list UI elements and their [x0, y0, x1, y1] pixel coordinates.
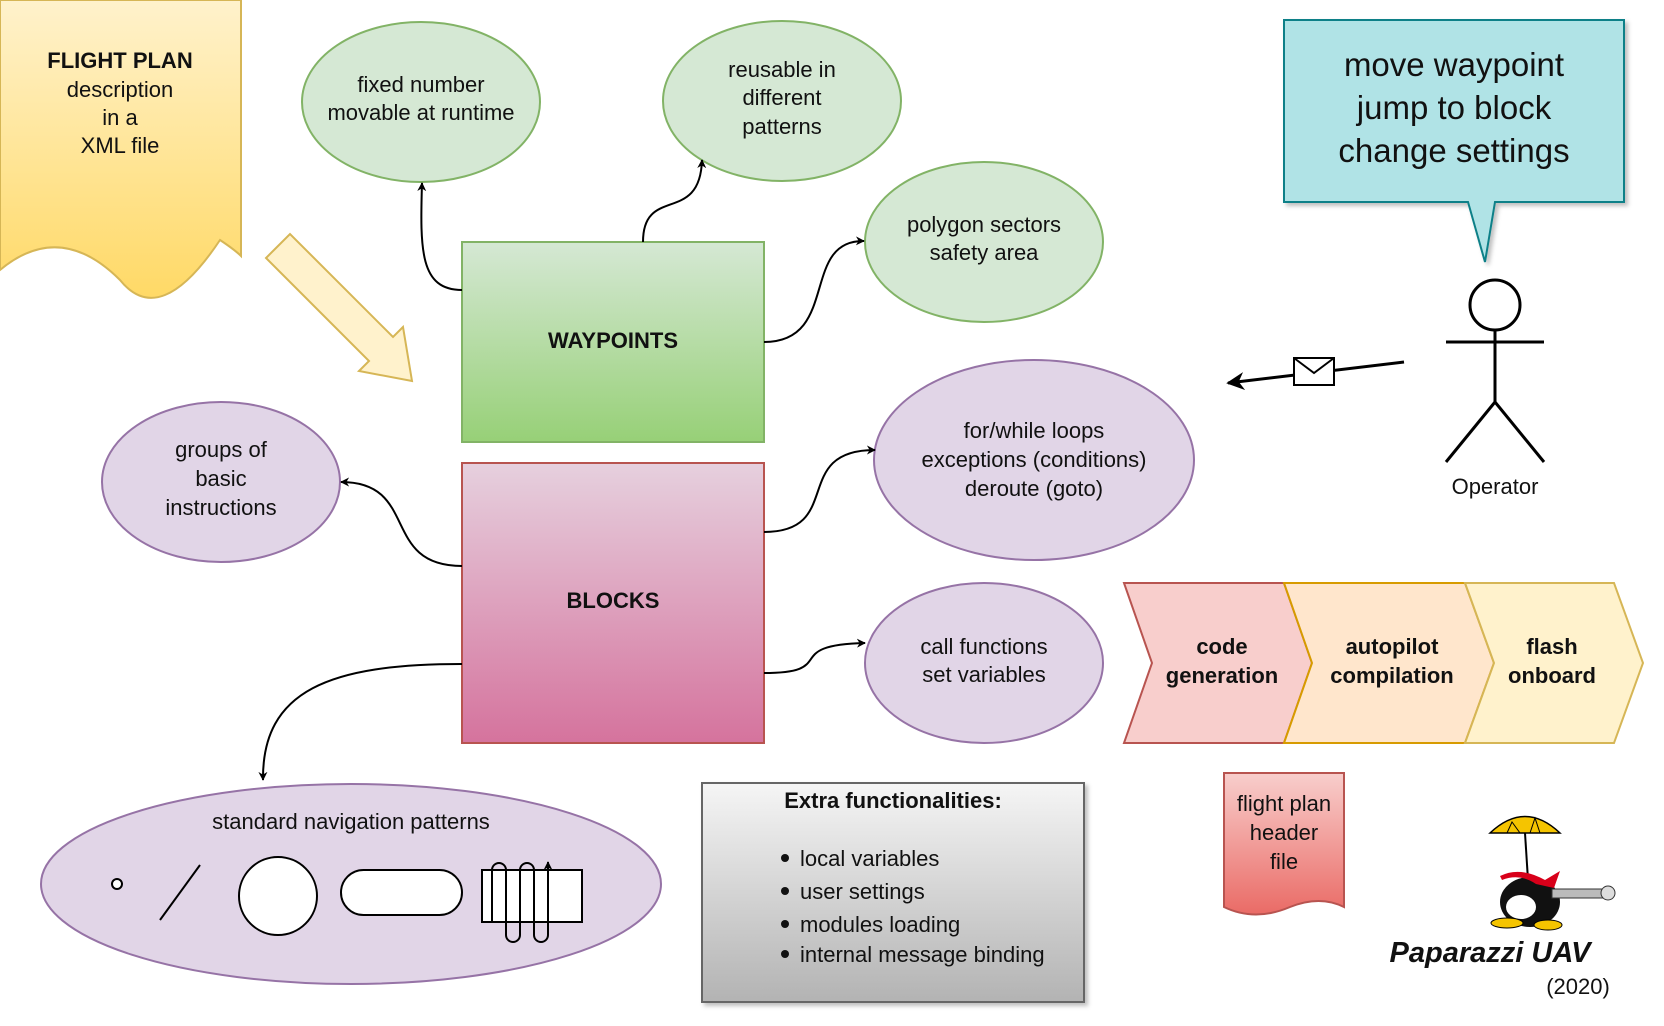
- flight-plan-document: FLIGHT PLAN description in a XML file: [0, 0, 242, 299]
- blocks-label: BLOCKS: [567, 588, 660, 613]
- build-pipeline: code generation autopilot compilation fl…: [1122, 582, 1645, 744]
- pipeline-step-text: generation: [1166, 663, 1278, 688]
- header-file-document: flight plan header file: [1223, 772, 1345, 916]
- feature-text: instructions: [165, 495, 276, 520]
- envelope-icon: [1293, 357, 1335, 386]
- extra-functionality-item: local variables: [800, 846, 939, 871]
- operator-label: Operator: [1452, 474, 1539, 499]
- feature-text: patterns: [742, 114, 822, 139]
- connector-blocks-call: [763, 638, 866, 674]
- connector-blocks-navigation: [258, 663, 463, 781]
- header-file-text: file: [1270, 849, 1298, 874]
- feature-text: reusable in: [728, 57, 836, 82]
- navigation-patterns-title: standard navigation patterns: [212, 809, 490, 834]
- feature-text: set variables: [922, 662, 1046, 687]
- feature-text: different: [742, 85, 821, 110]
- waypoint-feature-reusable: reusable in different patterns: [662, 20, 902, 182]
- feature-text: for/while loops: [964, 418, 1105, 443]
- speech-line: move waypoint: [1344, 46, 1564, 83]
- stadium-icon: [340, 869, 463, 916]
- extra-functionalities-box: Extra functionalities: local variables u…: [701, 782, 1085, 1003]
- feature-text: basic: [195, 466, 246, 491]
- feature-text: groups of: [175, 437, 268, 462]
- speech-line: jump to block: [1356, 89, 1552, 126]
- waypoint-feature-fixed-number: fixed number movable at runtime: [301, 21, 541, 183]
- connector-waypoints-polygon: [763, 236, 865, 343]
- pipeline-step-text: onboard: [1508, 663, 1596, 688]
- feature-text: exceptions (conditions): [921, 447, 1146, 472]
- feature-text: fixed number: [357, 72, 484, 97]
- pipeline-step-text: autopilot: [1346, 634, 1440, 659]
- block-feature-groups: groups of basic instructions: [101, 401, 341, 563]
- extra-functionality-item: modules loading: [800, 912, 960, 937]
- pipeline-step-code-generation: code generation: [1122, 582, 1314, 744]
- pipeline-step-autopilot-compilation: autopilot compilation: [1282, 582, 1496, 744]
- header-file-text: flight plan: [1237, 791, 1331, 816]
- flight-plan-title: FLIGHT PLAN: [47, 48, 192, 73]
- brand-year: (2020): [1546, 974, 1610, 999]
- feature-text: call functions: [920, 634, 1047, 659]
- point-icon: [111, 878, 123, 890]
- waypoints-label: WAYPOINTS: [548, 328, 678, 353]
- pipeline-step-text: compilation: [1330, 663, 1453, 688]
- waypoints-box: WAYPOINTS: [461, 241, 765, 443]
- operator-message-arrow: [1226, 357, 1405, 391]
- pipeline-step-flash-onboard: flash onboard: [1463, 582, 1645, 744]
- pipeline-step-text: flash: [1526, 634, 1577, 659]
- blocks-box: BLOCKS: [461, 462, 765, 744]
- segment-icon: [159, 864, 201, 921]
- feature-text: movable at runtime: [327, 100, 514, 125]
- connectors: [258, 159, 876, 781]
- paparazzi-logo: [1488, 815, 1616, 931]
- feature-text: safety area: [930, 240, 1040, 265]
- survey-icon: [481, 861, 583, 943]
- extra-functionality-item: user settings: [800, 879, 925, 904]
- feature-text: deroute (goto): [965, 476, 1103, 501]
- connector-blocks-loops: [763, 445, 876, 533]
- flight-plan-line: XML file: [81, 133, 160, 158]
- connector-waypoints-reusable: [642, 159, 707, 243]
- brand-name: Paparazzi UAV: [1390, 937, 1594, 969]
- speech-line: change settings: [1338, 132, 1569, 169]
- connector-waypoints-fixed: [417, 182, 463, 291]
- connector-blocks-groups: [340, 477, 463, 567]
- waypoint-feature-polygon-sectors: polygon sectors safety area: [864, 161, 1104, 323]
- operator-figure: [1444, 278, 1546, 463]
- navigation-patterns: standard navigation patterns: [40, 783, 662, 985]
- extra-functionality-item: internal message binding: [800, 942, 1045, 967]
- block-feature-loops: for/while loops exceptions (conditions) …: [873, 359, 1195, 561]
- doc-to-structure-arrow: [264, 232, 414, 383]
- flight-plan-line: description: [67, 77, 173, 102]
- extra-functionalities-title: Extra functionalities:: [784, 788, 1002, 813]
- block-feature-call-functions: call functions set variables: [864, 582, 1104, 744]
- operator-speech-bubble: move waypoint jump to block change setti…: [1283, 19, 1625, 263]
- feature-text: polygon sectors: [907, 212, 1061, 237]
- header-file-text: header: [1250, 820, 1319, 845]
- flight-plan-line: in a: [102, 105, 138, 130]
- pipeline-step-text: code: [1196, 634, 1247, 659]
- circle-icon: [238, 856, 318, 936]
